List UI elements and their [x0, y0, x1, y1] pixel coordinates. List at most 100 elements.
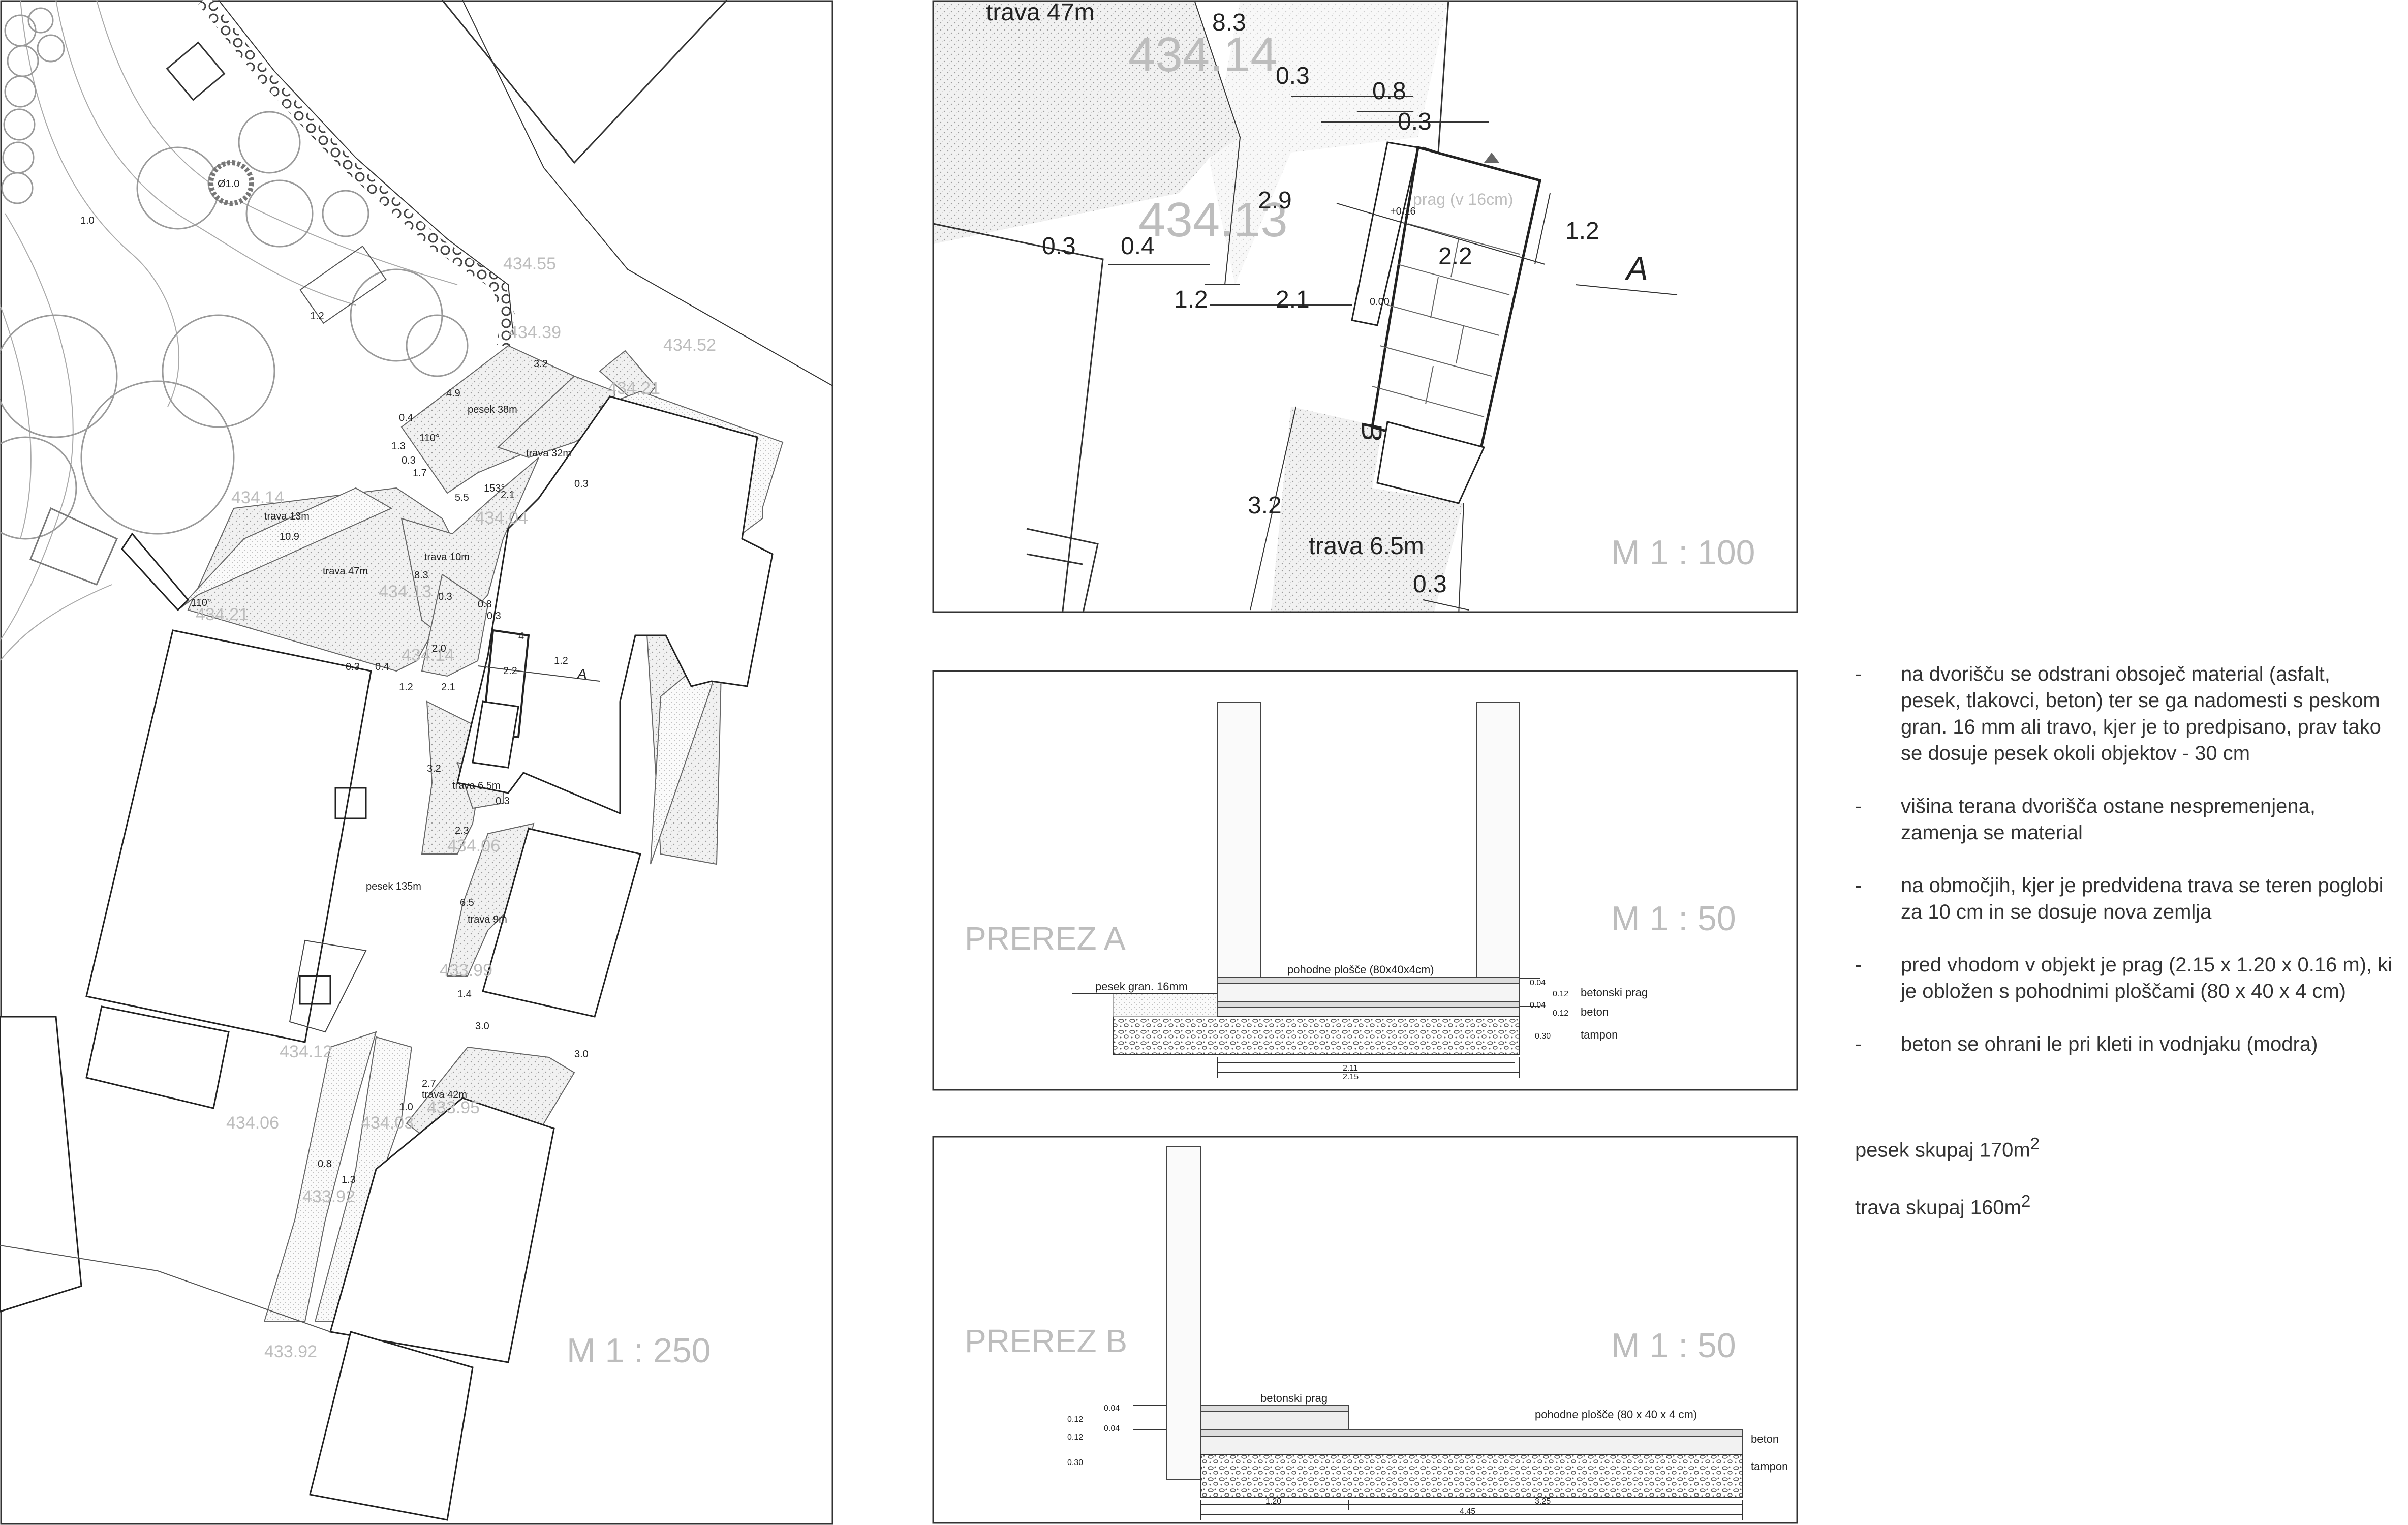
dim-label: 0.3 [402, 455, 416, 466]
detail-plan-panel: 434.14 434.13 trava 47m trava 6.5m prag … [932, 0, 1798, 613]
note-dash: - [1855, 954, 1862, 976]
elev-433-99: 433.99 [440, 961, 492, 980]
section-b-dims: 0.04 0.12 0.04 0.12 0.30 1.20 3.25 4.45 [1067, 1404, 1551, 1516]
dim-label: 4.45 [1460, 1507, 1475, 1516]
area-trava-42: trava 42m [422, 1089, 467, 1101]
note-dash: - [1855, 795, 1862, 817]
dim-label: 0.3 [438, 591, 452, 602]
dim-label: +0.16 [1390, 206, 1416, 217]
note-item: -na dvorišču se odstrani obsoječ materia… [1855, 661, 2394, 767]
dim-label: 1.0 [80, 215, 95, 226]
notes-list: - na dvorišču se odstrani obsoječ materia… [1855, 661, 2394, 1084]
totals: pesek skupaj 170m2 trava skupaj 160m2 [1855, 1131, 2040, 1246]
dim-label: 3.0 [574, 1049, 589, 1060]
note-item: -višina terana dvorišča ostane nespremen… [1855, 793, 2394, 846]
elev-433-92-b: 433.92 [264, 1342, 317, 1361]
dim-label: 0.00 [1370, 296, 1390, 308]
dim-label: 2.2 [1438, 243, 1472, 270]
dim-label: 2.1 [441, 682, 455, 693]
note-item: -na območjih, kjer je predvidena trava s… [1855, 872, 2394, 925]
dim-label: 1.0 [399, 1102, 413, 1113]
dim-label: 153° [484, 483, 505, 494]
note-text: na dvorišču se odstrani obsoječ material… [1901, 663, 2381, 765]
dim-label: 0.12 [1067, 1433, 1083, 1442]
dim-label: 110° [419, 433, 440, 444]
dim-label: 2.0 [432, 643, 446, 654]
dim-label: 1.3 [391, 441, 406, 452]
elev-434-14-b: 434.14 [402, 646, 454, 665]
small-structure [166, 41, 226, 101]
dim-label: 3.25 [1535, 1497, 1551, 1506]
dim-label: 3.2 [1248, 492, 1282, 519]
dim-label: 0.8 [318, 1158, 332, 1170]
section-a-prag-label: betonski prag [1581, 986, 1648, 999]
dim-label: Ø1.0 [218, 178, 239, 190]
dim-label: 4 [518, 631, 524, 642]
elev-434-21-b: 434.21 [196, 605, 249, 624]
area-pesek-38: pesek 38m [468, 404, 517, 415]
section-a-gravel-label: pesek gran. 16mm [1095, 980, 1188, 993]
contour-lines [0, 0, 458, 661]
dim-label: 1.7 [413, 468, 427, 479]
dim-label: 110° [191, 597, 211, 608]
dim-label: 10.9 [280, 531, 299, 542]
elev-433-95: 433.95 [427, 1098, 480, 1117]
elev-434-04: 434.04 [475, 508, 528, 528]
section-a-title: PREREZ A [965, 920, 1126, 957]
note-text: beton se ohrani le pri kleti in vodnjaku… [1901, 1033, 2318, 1055]
detail-dimensions: 8.3 0.3 0.8 0.3 2.9 1.2 0.3 0.4 2.2 1.2 … [1042, 9, 1599, 598]
elev-434-52: 434.52 [663, 336, 716, 355]
detail-elev-434-13: 434.13 [1138, 193, 1288, 247]
note-item: -pred vhodom v objekt je prag (2.15 x 1.… [1855, 952, 2394, 1004]
dim-label: 0.3 [1042, 233, 1076, 260]
site-plan-scale: M 1 : 250 [567, 1331, 711, 1370]
site-plan-panel: 434.55 434.39 434.52 434.21 434.14 434.0… [0, 0, 834, 1525]
dim-label: 4.9 [446, 388, 460, 399]
elev-434-06-b: 434.06 [226, 1113, 279, 1133]
stone-path [198, 0, 515, 347]
dim-label: 0.04 [1530, 1001, 1546, 1010]
dim-label: 2.1 [501, 490, 515, 501]
section-a-beton-label: beton [1581, 1005, 1609, 1018]
total-trava-sup: 2 [2021, 1192, 2031, 1211]
dim-label: 1.2 [554, 655, 568, 666]
section-b-scale: M 1 : 50 [1611, 1326, 1736, 1365]
elev-434-55: 434.55 [503, 254, 556, 273]
dim-label: 0.04 [1530, 979, 1546, 987]
section-b-beton-label: beton [1751, 1432, 1779, 1445]
dim-label: 3.2 [427, 763, 441, 774]
total-trava-text: trava skupaj 160m [1855, 1196, 2021, 1219]
total-pesek: pesek skupaj 170m2 [1855, 1131, 2040, 1163]
dim-label: 0.3 [1398, 108, 1432, 135]
detail-section-a: A [1624, 250, 1648, 287]
dim-label: 3.2 [534, 358, 548, 370]
dim-label: 0.04 [1104, 1404, 1120, 1413]
area-trava-9: trava 9m [468, 914, 507, 925]
elev-434-39: 434.39 [508, 323, 561, 342]
dim-label: 8.3 [414, 570, 428, 581]
dim-label: 1.3 [342, 1174, 356, 1185]
detail-trava-bottom: trava 6.5m [1309, 533, 1424, 560]
trees [0, 7, 469, 540]
elev-434-12: 434.12 [280, 1042, 332, 1061]
dim-label: 1.2 [1174, 286, 1208, 313]
section-b-panel: PREREZ B M 1 : 50 betonski prag pohodne … [932, 1136, 1798, 1524]
elev-433-92-a: 433.92 [302, 1187, 355, 1206]
section-a-tiles-label: pohodne plošče (80x40x4cm) [1287, 963, 1434, 976]
well [208, 160, 254, 206]
dim-label: 0.30 [1067, 1458, 1083, 1467]
dim-label: 2.7 [422, 1078, 436, 1089]
dim-label: 3.0 [475, 1021, 489, 1032]
area-pesek-135: pesek 135m [366, 881, 421, 892]
dim-label: 1.4 [457, 989, 472, 1000]
dim-label: 0.04 [1104, 1424, 1120, 1433]
threshold-tiles [1372, 223, 1520, 417]
section-b-tampon-label: tampon [1751, 1460, 1788, 1473]
section-a-tampon-label: tampon [1581, 1028, 1618, 1041]
area-trava-10: trava 10m [424, 552, 470, 563]
dim-label: 2.2 [503, 665, 517, 677]
site-plan-labels: 434.55 434.39 434.52 434.21 434.14 434.0… [196, 254, 716, 1361]
section-b-tiles-label: pohodne plošče (80 x 40 x 4 cm) [1535, 1408, 1697, 1421]
elev-434-21-a: 434.21 [607, 379, 660, 398]
